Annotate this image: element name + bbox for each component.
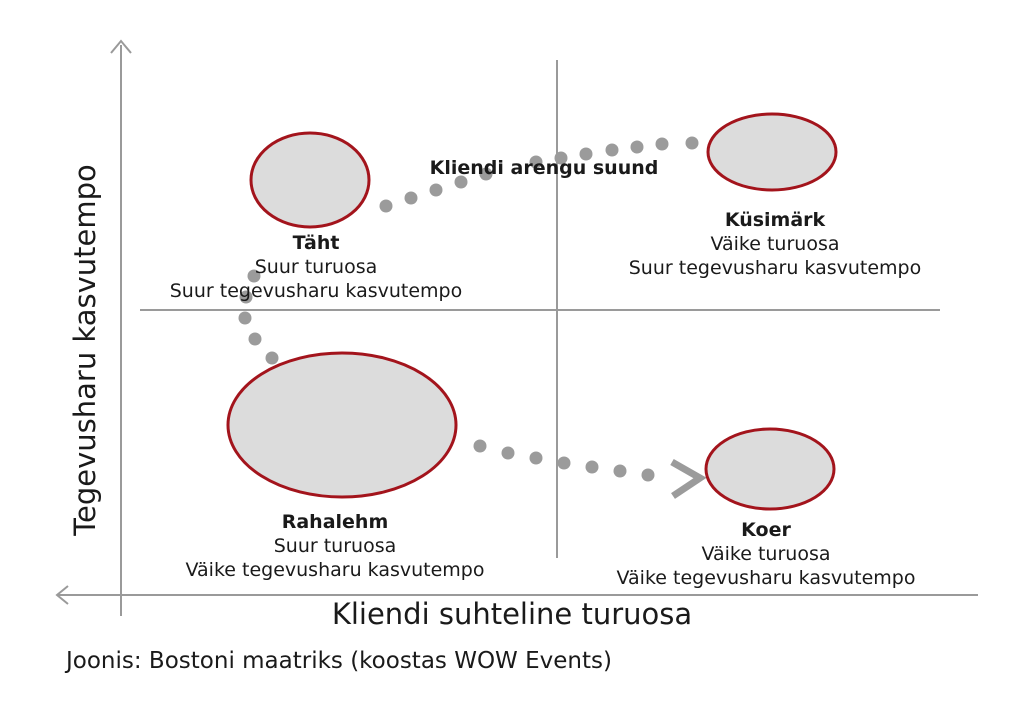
- question-mark-line1: Väike turuosa: [710, 233, 839, 255]
- dotted-path-cow-to-dog: [473, 439, 655, 482]
- dotted-path-cow-to-star: [238, 269, 279, 365]
- star-line1: Suur turuosa: [255, 256, 378, 278]
- star-circle: [249, 131, 371, 229]
- dotted-path-star-to-question: [379, 136, 699, 213]
- cash-cow-line1: Suur turuosa: [274, 535, 397, 557]
- cash-cow-circle: [226, 351, 458, 499]
- x-axis-arrowhead: [55, 585, 69, 605]
- dog-name: Koer: [741, 519, 791, 541]
- x-axis-title: Kliendi suhteline turuosa: [332, 597, 692, 631]
- y-axis-title: Tegevusharu kasvutempo: [68, 164, 102, 537]
- cash-cow-line2: Väike tegevusharu kasvutempo: [186, 559, 485, 581]
- star-line2: Suur tegevusharu kasvutempo: [170, 280, 462, 302]
- dog-circle: [704, 427, 836, 511]
- star-name: Täht: [293, 232, 340, 254]
- y-axis-arrowhead: [110, 39, 132, 54]
- question-mark-line2: Suur tegevusharu kasvutempo: [629, 257, 921, 279]
- dog-line1: Väike turuosa: [701, 543, 830, 565]
- question-mark-name: Küsimärk: [725, 209, 826, 231]
- cash-cow-name: Rahalehm: [282, 511, 389, 533]
- question-mark-circle: [706, 112, 838, 192]
- direction-label: Kliendi arengu suund: [430, 157, 659, 179]
- direction-arrowhead-icon: [670, 458, 707, 499]
- figure-caption: Joonis: Bostoni maatriks (koostas WOW Ev…: [66, 648, 612, 674]
- dog-line2: Väike tegevusharu kasvutempo: [617, 567, 916, 589]
